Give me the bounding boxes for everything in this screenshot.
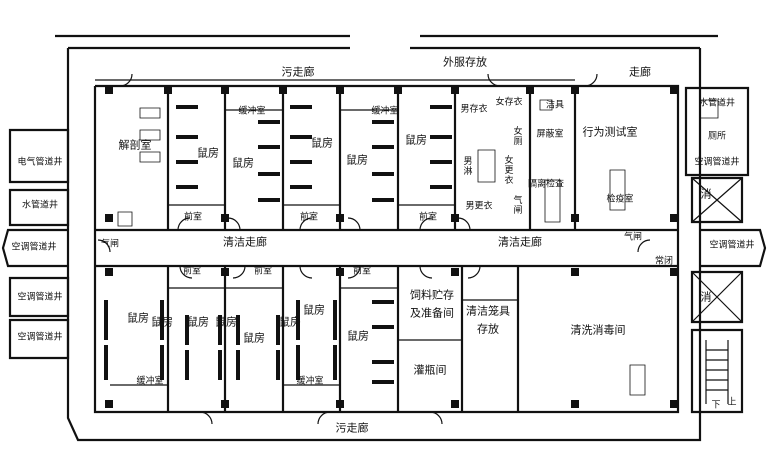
mouse-room-8: 鼠房 <box>215 315 237 329</box>
quarantine: 隔离检查 <box>527 179 565 190</box>
ac-pipe-well-left-1: 空调管道井 <box>11 242 57 253</box>
stairs <box>705 340 729 404</box>
clean-cage-storage: 清洁笼具存放 <box>466 304 510 335</box>
air-lock-1: 气闸 <box>511 195 522 215</box>
right-ac-bump <box>700 228 767 268</box>
mouse-room-5: 鼠房 <box>405 133 427 147</box>
washing-disinfection: 清洗消毒间 <box>570 323 626 337</box>
mouse-room-7: 鼠房 <box>187 315 209 329</box>
right-room-splits <box>398 299 518 341</box>
toilet: 厕所 <box>707 131 727 142</box>
outer-clothes-storage: 外服存放 <box>443 55 487 69</box>
clean-corridor-right: 清洁走廊 <box>498 235 542 249</box>
feed-storage: 饲料贮存及准备间 <box>410 288 454 319</box>
fire-elevator-1: 消 <box>700 187 712 201</box>
mouse-room-1: 鼠房 <box>197 146 219 160</box>
bottom-walls <box>166 266 520 412</box>
ac-pipe-well-right-mid: 空调管道井 <box>709 240 755 251</box>
male-change: 男更衣 <box>465 201 493 212</box>
mouse-room-2: 鼠房 <box>232 156 254 170</box>
dirty-corridor-bottom: 污走廊 <box>335 421 369 435</box>
shield-room: 屏蔽室 <box>536 129 564 140</box>
top-anterooms <box>168 109 455 206</box>
stairs-up: 上 <box>727 397 737 408</box>
inspection-room: 检疫室 <box>606 194 634 205</box>
dirty-corridor-top: 污走廊 <box>281 65 315 79</box>
clean-dress: 洁具 <box>545 100 565 111</box>
stairs-down: 下 <box>711 400 721 411</box>
male-storage: 男存衣 <box>460 104 488 115</box>
dissection-room: 解剖室 <box>118 138 152 152</box>
ac-pipe-well-right-top: 空调管道井 <box>694 157 740 168</box>
building-boundary <box>93 84 680 414</box>
mouse-room-9: 鼠房 <box>243 331 265 345</box>
male-shower: 男淋 <box>461 156 472 176</box>
mouse-room-4: 鼠房 <box>346 153 368 167</box>
elevator-marks <box>691 177 743 323</box>
anteroom-4: 前室 <box>182 266 202 277</box>
anteroom-1: 前室 <box>183 212 203 223</box>
water-pipe-well-left: 水管道井 <box>21 200 59 211</box>
buffer-room-2: 缓冲室 <box>371 106 399 117</box>
anteroom-3: 前室 <box>418 212 438 223</box>
behavior-test: 行为测试室 <box>582 125 638 139</box>
buffer-room-4: 缓冲室 <box>296 376 324 387</box>
door-arcs <box>97 73 651 425</box>
buffer-room-3: 缓冲室 <box>136 376 164 387</box>
electric-pipe-well: 电气管道井 <box>17 157 63 168</box>
mouse-room-13: 鼠房 <box>151 315 173 329</box>
columns <box>105 86 678 408</box>
corridor-label: 走廊 <box>629 65 651 79</box>
anteroom-2: 前室 <box>299 212 319 223</box>
mouse-room-6: 鼠房 <box>127 311 149 325</box>
mouse-room-3: 鼠房 <box>311 136 333 150</box>
left-ac-bump <box>1 228 68 268</box>
buffer-room-1: 缓冲室 <box>238 106 266 117</box>
mouse-room-12: 鼠房 <box>347 329 369 343</box>
mouse-room-10: 鼠房 <box>279 315 301 329</box>
fire-elevator-2: 消 <box>700 290 712 304</box>
left-services <box>8 128 70 360</box>
ac-pipe-well-left-3: 空调管道井 <box>17 332 63 343</box>
female-storage: 女存衣 <box>495 97 523 108</box>
anteroom-6: 前室 <box>352 266 372 277</box>
autoclave-room: 灌瓶间 <box>413 363 447 377</box>
normally-closed: 常闭 <box>654 256 674 267</box>
top-walls <box>166 86 577 230</box>
mouse-room-11: 鼠房 <box>303 303 325 317</box>
cage-racks <box>104 105 452 384</box>
air-lock-2: 气闸 <box>100 239 120 250</box>
clean-corridor-left: 清洁走廊 <box>223 235 267 249</box>
bottom-anterooms <box>110 287 398 386</box>
fixtures <box>117 99 719 396</box>
air-lock-3: 气闸 <box>623 232 643 243</box>
water-pipe-well-right: 水管道井 <box>698 98 736 109</box>
female-wc: 女厕 <box>511 126 522 146</box>
ac-pipe-well-left-2: 空调管道井 <box>17 292 63 303</box>
female-change: 女更衣 <box>502 155 513 185</box>
anteroom-5: 前室 <box>253 266 273 277</box>
